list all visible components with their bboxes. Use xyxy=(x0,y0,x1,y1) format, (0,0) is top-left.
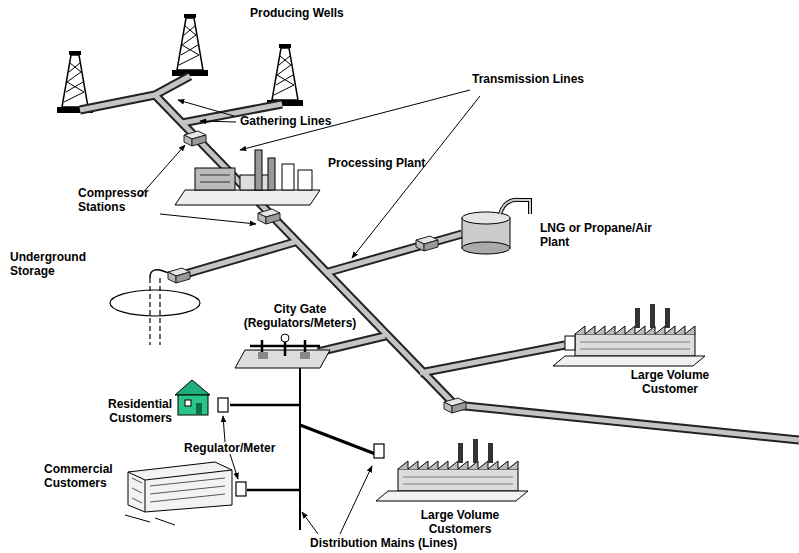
label-text: Transmission Lines xyxy=(472,72,584,86)
label-text: Large Volume Customers xyxy=(405,508,515,536)
label-text: Underground Storage xyxy=(10,250,98,278)
label-text: Processing Plant xyxy=(328,156,425,170)
leader-arrow xyxy=(140,90,480,534)
label-text: Regulator/Meter xyxy=(184,441,275,455)
label-text: Gathering Lines xyxy=(240,114,331,128)
compressor-station xyxy=(168,131,466,413)
commercial-building xyxy=(125,462,246,525)
residential-house xyxy=(175,380,228,415)
well-derrick xyxy=(57,14,303,113)
label-text: Large Volume Customer xyxy=(620,368,720,396)
label-text: Residential Customers xyxy=(88,397,172,425)
label-text: Compressor Stations xyxy=(78,186,170,214)
label-text: Distribution Mains (Lines) xyxy=(310,536,457,550)
lng-tank xyxy=(462,200,530,254)
underground-storage xyxy=(110,270,200,345)
label-text: City Gate (Regulators/Meters) xyxy=(230,302,370,330)
label-text: LNG or Propane/Air Plant xyxy=(540,221,668,249)
processing-plant xyxy=(175,150,320,205)
city-gate xyxy=(235,334,330,368)
pipeline xyxy=(80,76,799,440)
label-text: Commercial Customers xyxy=(44,462,124,490)
label-text: Producing Wells xyxy=(250,6,344,20)
factory xyxy=(374,304,705,501)
